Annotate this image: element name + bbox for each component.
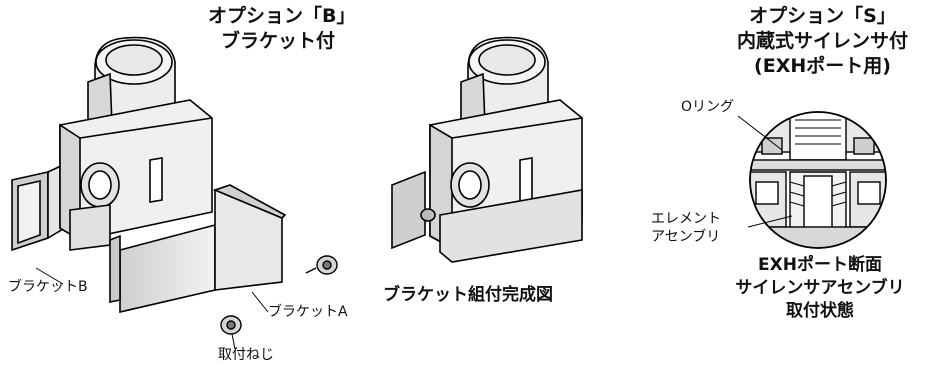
label-bracket-b: ブラケットB xyxy=(8,279,88,295)
exh-caption-line1: EXHポート断面 xyxy=(758,255,882,275)
label-o-ring: Oリング xyxy=(681,99,735,115)
option-s-title-line1: オプション「S」 xyxy=(749,5,896,27)
label-bracket-a: ブラケットA xyxy=(268,304,348,320)
label-element-line2: アセンブリ xyxy=(651,229,721,245)
option-b-title-line2: ブラケット付 xyxy=(220,30,335,52)
exh-port-cross-section xyxy=(749,111,887,249)
option-s-title-line2: 内蔵式サイレンサ付 xyxy=(736,30,908,52)
mounting-screw-lower xyxy=(220,315,242,335)
mounting-screw-upper xyxy=(305,255,338,275)
option-b-title-line1: オプション「B」 xyxy=(208,5,356,27)
bracket-a-shape xyxy=(109,184,287,314)
label-element-line1: エレメント xyxy=(651,211,721,227)
regulator-unit-center xyxy=(391,36,583,263)
assembled-caption: ブラケット組付完成図 xyxy=(383,285,553,305)
exh-caption-line3: 取付状態 xyxy=(786,301,854,321)
label-mounting-screw: 取付ねじ xyxy=(218,347,274,363)
leader-lines-left xyxy=(35,267,269,350)
leader-lines-right xyxy=(737,115,793,228)
regulator-unit-left xyxy=(59,36,213,251)
exh-caption-line2: サイレンサアセンブリ xyxy=(735,278,905,298)
option-s-title-line3: (EXHポート用) xyxy=(754,55,891,77)
